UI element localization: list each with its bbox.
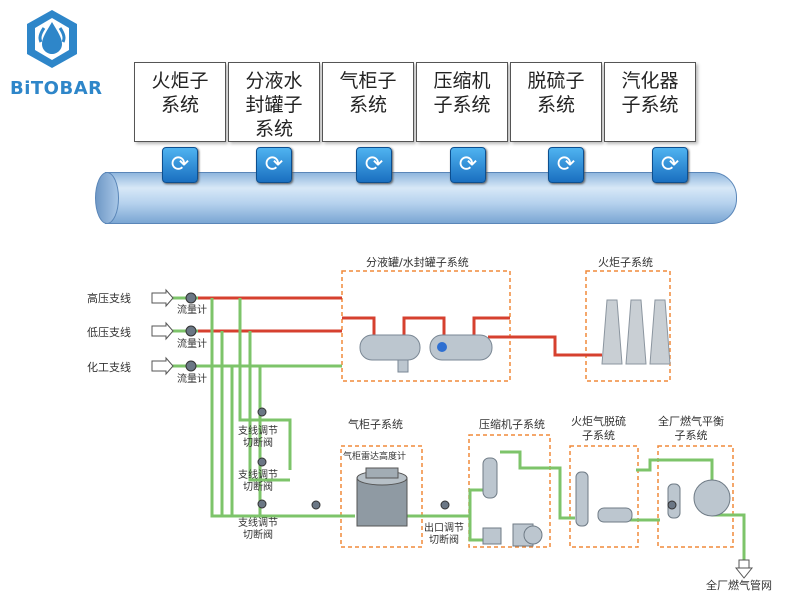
flare-stacks	[601, 299, 671, 365]
flowmeter-label: 流量计	[177, 339, 207, 350]
sync-icon[interactable]: ⟳	[162, 147, 198, 183]
main-bus-pipe	[105, 172, 737, 224]
sync-icon[interactable]: ⟳	[548, 147, 584, 183]
knockout-group-box	[341, 270, 511, 382]
compressor-group-label: 压缩机子系统	[479, 418, 545, 431]
process-diagram	[151, 270, 754, 579]
flowmeter-label: 流量计	[177, 305, 207, 316]
radar-label: 气柜雷达高度计	[343, 452, 407, 462]
inlet-label: 化工支线	[87, 361, 131, 374]
gas-holder	[356, 467, 408, 527]
subsystem-compressor[interactable]: 压缩机 子系统	[416, 62, 508, 142]
desulfur-group-label: 火炬气脱硫 子系统	[571, 415, 626, 442]
valve-label: 支线调节 切断阀	[238, 426, 278, 449]
desulfur-unit	[575, 471, 633, 527]
balance-unit	[667, 479, 731, 519]
valve-icons	[185, 292, 677, 510]
green-pipes	[170, 296, 746, 568]
subsystem-knockout[interactable]: 分液水 封罐子 系统	[228, 62, 320, 142]
output-label: 全厂燃气管网	[706, 579, 772, 592]
sync-icon[interactable]: ⟳	[256, 147, 292, 183]
knockout-drums	[359, 334, 493, 373]
brand-name: BiTOBAR	[10, 78, 103, 99]
sync-icon[interactable]: ⟳	[652, 147, 688, 183]
balance-group-label: 全厂燃气平衡 子系统	[658, 415, 724, 442]
flowmeter-label: 流量计	[177, 374, 207, 385]
valve-label: 支线调节 切断阀	[238, 518, 278, 541]
sync-icon[interactable]: ⟳	[356, 147, 392, 183]
bitobar-logo-icon	[27, 10, 77, 68]
flare-group-box	[585, 270, 671, 382]
inlet-arrows	[151, 288, 174, 376]
gasholder-group-label: 气柜子系统	[348, 418, 403, 431]
outlet-arrow-icon	[734, 559, 754, 579]
subsystem-desulfur[interactable]: 脱硫子 系统	[510, 62, 602, 142]
sync-icon[interactable]: ⟳	[450, 147, 486, 183]
inlet-label: 低压支线	[87, 326, 131, 339]
knockout-group-label: 分液罐/水封罐子系统	[366, 256, 469, 269]
main-bus-pipe-cap	[95, 172, 119, 224]
inlet-label: 高压支线	[87, 292, 131, 305]
outlet-valve-label: 出口调节 切断阀	[424, 523, 464, 546]
subsystem-vaporizer[interactable]: 汽化器 子系统	[604, 62, 696, 142]
subsystem-flare[interactable]: 火炬子 系统	[134, 62, 226, 142]
compressor-unit	[482, 457, 543, 547]
valve-label: 支线调节 切断阀	[238, 470, 278, 493]
subsystem-gasholder[interactable]: 气柜子 系统	[322, 62, 414, 142]
desulfur-group-box	[569, 445, 639, 548]
balance-group-box	[657, 445, 734, 548]
flare-group-label: 火炬子系统	[598, 256, 653, 269]
